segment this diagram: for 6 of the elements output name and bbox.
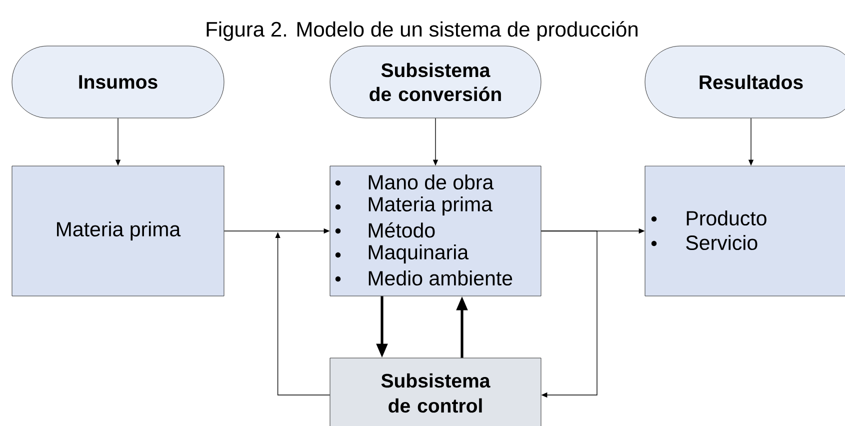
process-box: Materia prima: [12, 166, 224, 296]
control-box: Subsistema de control: [330, 358, 542, 426]
process-box: Mano de obra Materia prima Método Maquinaria Medio ambiente: [330, 166, 542, 296]
process-box: Producto Servicio: [644, 166, 845, 296]
title: Figura 2. Modelo de un sistema de producción: [206, 21, 638, 41]
arrow: [540, 230, 598, 398]
